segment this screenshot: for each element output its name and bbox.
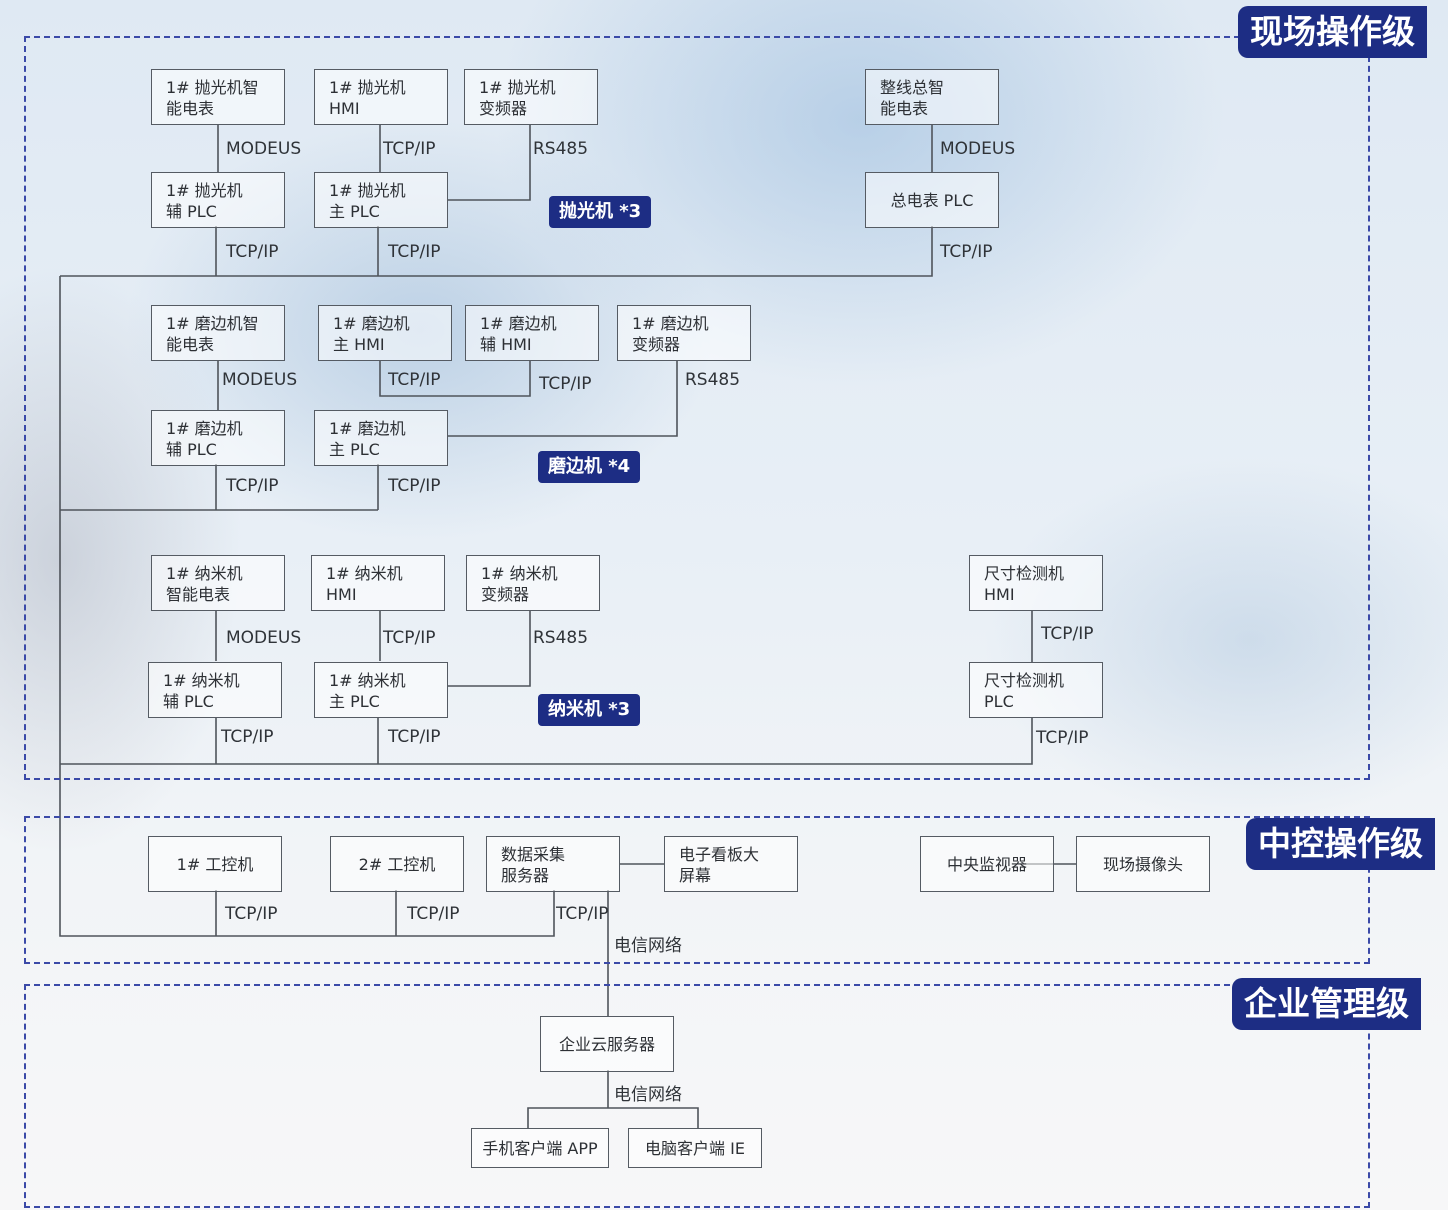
nano-main-plc-box: 1# 纳米机 主 PLC	[314, 662, 448, 718]
polish-aux-plc-box: 1# 抛光机 辅 PLC	[151, 172, 285, 228]
central-monitor-box: 中央监视器	[920, 836, 1054, 892]
enterprise-network-label: 电信网络	[614, 1085, 682, 1105]
ipc2-box: 2# 工控机	[330, 836, 464, 892]
edge-meter-box: 1# 磨边机智 能电表	[151, 305, 285, 361]
zone-field-label: 现场操作级	[1238, 6, 1427, 58]
telecom-network-label: 电信网络	[614, 936, 682, 956]
edge-main-tcp-label: TCP/IP	[388, 476, 441, 496]
edge-aux-hmi-box: 1# 磨边机 辅 HMI	[465, 305, 599, 361]
edge-vfd-box: 1# 磨边机 变频器	[617, 305, 751, 361]
nano-hmi-box: 1# 纳米机 HMI	[311, 555, 445, 611]
daq-tcp-label: TCP/IP	[556, 904, 609, 924]
polish-main-tcp-label: TCP/IP	[388, 242, 441, 262]
size-hmi-box: 尺寸检测机 HMI	[969, 555, 1103, 611]
nano-main-tcp-label: TCP/IP	[388, 727, 441, 747]
polish-hmi-box: 1# 抛光机 HMI	[314, 69, 448, 125]
polish-hmi-tcp-label: TCP/IP	[383, 139, 436, 159]
polish-meter-box: 1# 抛光机智 能电表	[151, 69, 285, 125]
nano-count-tag: 纳米机 *3	[538, 694, 641, 726]
dashboard-screen-box: 电子看板大 屏幕	[664, 836, 798, 892]
polish-vfd-box: 1# 抛光机 变频器	[464, 69, 598, 125]
line-tcp-label: TCP/IP	[940, 242, 993, 262]
nano-aux-plc-box: 1# 纳米机 辅 PLC	[148, 662, 282, 718]
ipc1-box: 1# 工控机	[148, 836, 282, 892]
polish-aux-tcp-label: TCP/IP	[226, 242, 279, 262]
size-hmi-tcp-label: TCP/IP	[1041, 624, 1094, 644]
cloud-server-box: 企业云服务器	[540, 1016, 674, 1072]
edge-modeus-label: MODEUS	[222, 370, 298, 390]
line-plc-box: 总电表 PLC	[865, 172, 999, 228]
zone-enterprise	[24, 984, 1370, 1208]
edge-main-hmi-box: 1# 磨边机 主 HMI	[318, 305, 452, 361]
zone-field	[24, 36, 1370, 780]
edge-aux-hmi-tcp-label: TCP/IP	[539, 374, 592, 394]
nano-vfd-box: 1# 纳米机 变频器	[466, 555, 600, 611]
nano-rs485-label: RS485	[533, 628, 589, 648]
edge-aux-tcp-label: TCP/IP	[226, 476, 279, 496]
polish-rs485-label: RS485	[533, 139, 589, 159]
ipc2-tcp-label: TCP/IP	[407, 904, 460, 924]
pc-client-box: 电脑客户端 IE	[628, 1128, 762, 1168]
zone-enterprise-label: 企业管理级	[1232, 978, 1421, 1030]
nano-aux-tcp-label: TCP/IP	[221, 727, 274, 747]
size-plc-tcp-label: TCP/IP	[1036, 728, 1089, 748]
ipc1-tcp-label: TCP/IP	[225, 904, 278, 924]
size-plc-box: 尺寸检测机 PLC	[969, 662, 1103, 718]
zone-control-label: 中控操作级	[1246, 818, 1435, 870]
mobile-app-box: 手机客户端 APP	[471, 1128, 609, 1168]
nano-hmi-tcp-label: TCP/IP	[383, 628, 436, 648]
edge-main-plc-box: 1# 磨边机 主 PLC	[314, 410, 448, 466]
line-modeus-label: MODEUS	[940, 139, 1016, 159]
nano-meter-box: 1# 纳米机 智能电表	[151, 555, 285, 611]
edge-aux-plc-box: 1# 磨边机 辅 PLC	[151, 410, 285, 466]
polish-main-plc-box: 1# 抛光机 主 PLC	[314, 172, 448, 228]
site-camera-box: 现场摄像头	[1076, 836, 1210, 892]
daq-server-box: 数据采集 服务器	[486, 836, 620, 892]
polish-count-tag: 抛光机 *3	[549, 196, 652, 228]
edge-rs485-label: RS485	[685, 370, 741, 390]
edge-count-tag: 磨边机 *4	[538, 451, 641, 483]
main-bus	[59, 276, 555, 937]
polish-modeus-label: MODEUS	[226, 139, 302, 159]
nano-modeus-label: MODEUS	[226, 628, 302, 648]
line-meter-box: 整线总智 能电表	[865, 69, 999, 125]
edge-main-hmi-tcp-label: TCP/IP	[388, 370, 441, 390]
zone-control	[24, 816, 1370, 964]
